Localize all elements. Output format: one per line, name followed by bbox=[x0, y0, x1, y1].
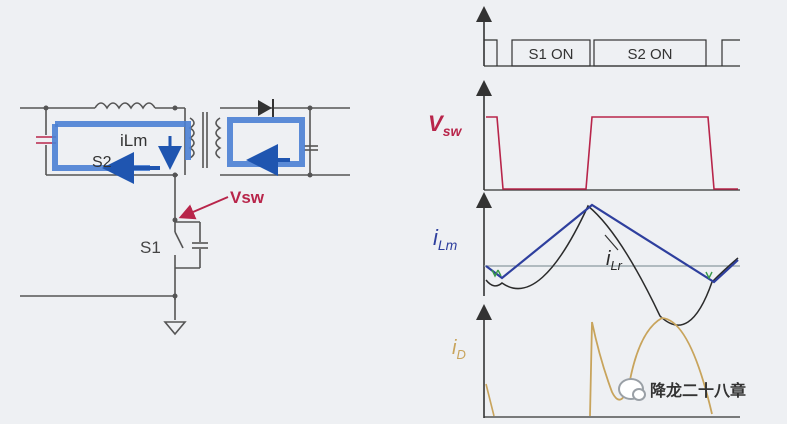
s1-label: S1 bbox=[140, 238, 161, 257]
vsw-circuit-label: Vsw bbox=[230, 188, 265, 207]
primary-current-loop bbox=[52, 121, 191, 184]
resonant-inductor bbox=[94, 102, 156, 110]
node-dot bbox=[172, 172, 178, 178]
s1-on-label: S1 ON bbox=[528, 46, 573, 63]
s1-switch-blade bbox=[174, 231, 184, 249]
id-wave-label: iD bbox=[452, 337, 466, 362]
watermark-text: 降龙二十八章 bbox=[650, 383, 747, 400]
node-dot bbox=[43, 105, 49, 111]
node-dot bbox=[172, 293, 178, 299]
id-trace bbox=[589, 317, 713, 417]
secondary-current-loop bbox=[227, 117, 305, 176]
watermark: 降龙二十八章 bbox=[618, 377, 746, 401]
s1-on-box bbox=[511, 39, 591, 67]
green-marker bbox=[491, 269, 713, 280]
secondary-winding bbox=[215, 117, 222, 159]
node-dot bbox=[172, 105, 178, 111]
wechat-logo-icon bbox=[618, 378, 646, 401]
gate-timing-panel: S1 ON S2 ON bbox=[476, 6, 740, 67]
circuit-nodes bbox=[43, 105, 313, 299]
s2-label: S2 bbox=[92, 154, 112, 171]
vsw-waveform-panel: Vsw bbox=[428, 80, 740, 191]
circuit-schematic bbox=[20, 102, 350, 320]
vsw-pointer-arrow bbox=[178, 196, 229, 220]
id-waveform-panel: iD bbox=[452, 304, 740, 418]
s2-on-box bbox=[593, 39, 707, 67]
ilm-waveform-panel: iLm iLr bbox=[433, 192, 740, 326]
node-dot bbox=[172, 217, 178, 223]
gate-pulse-start bbox=[484, 39, 498, 66]
ilm-circuit-label: iLm bbox=[120, 131, 147, 150]
gate-pulse-end bbox=[721, 39, 740, 66]
ground-icon bbox=[163, 321, 187, 336]
ilr-wave-label: iLr bbox=[606, 248, 623, 273]
id-trace-start bbox=[485, 383, 495, 417]
ilm-wave-label: iLm bbox=[433, 225, 458, 253]
vsw-trace bbox=[486, 116, 738, 190]
ilr-pointer bbox=[604, 234, 619, 251]
output-diode bbox=[258, 99, 274, 117]
node-dot bbox=[307, 172, 313, 178]
node-dot bbox=[307, 105, 313, 111]
vsw-wave-label: Vsw bbox=[428, 111, 462, 139]
s2-on-label: S2 ON bbox=[627, 46, 672, 63]
